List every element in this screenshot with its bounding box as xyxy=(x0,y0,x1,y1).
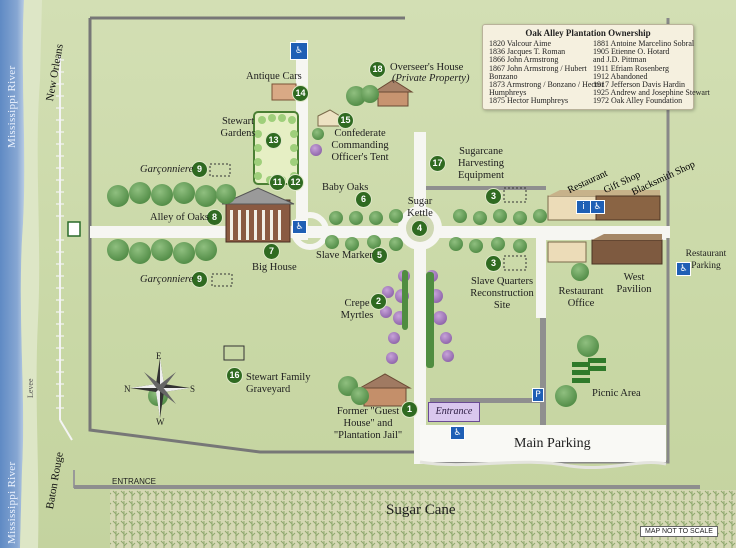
label-stewart-gardens: Stewart Gardens xyxy=(220,116,256,139)
label-slave-marker: Slave Marker xyxy=(316,250,373,261)
marker-15[interactable]: 15 xyxy=(338,113,353,128)
handicap-icon: ♿ xyxy=(292,220,307,234)
big-house-building xyxy=(221,187,295,243)
marker-14[interactable]: 14 xyxy=(293,86,308,101)
label-sugar-kettle: Sugar Kettle xyxy=(407,196,433,219)
label-garconniere-bottom: Garçonniere xyxy=(140,274,194,285)
compass-north-label: E xyxy=(156,351,162,361)
marker-16[interactable]: 16 xyxy=(227,368,242,383)
label-guest-house: Former "Guest House" and "Plantation Jai… xyxy=(333,406,403,441)
legend-entry: 1836 Jacques T. Roman xyxy=(489,47,566,57)
legend-col-right: 1881 Antoine Marcelino Sobral 1905 Etien… xyxy=(593,39,710,106)
legend-entry: 1912 Abandoned xyxy=(593,71,648,81)
label-baby-oaks: Baby Oaks xyxy=(322,182,369,193)
legend-entry: 1873 Armstrong / Bonzano / Hector xyxy=(489,80,604,90)
marker-11[interactable]: 11 xyxy=(270,175,285,190)
label-restaurant-parking: Restaurant Parking xyxy=(685,249,727,271)
handicap-icon: ♿ xyxy=(450,426,465,440)
marker-3[interactable]: 3 xyxy=(486,189,501,204)
legend-entry: 1820 Valcour Aime xyxy=(489,39,552,48)
marker-9b[interactable]: 9 xyxy=(192,272,207,287)
ownership-legend: Oak Alley Plantation Ownership 1820 Valc… xyxy=(482,24,710,110)
label-restaurant-office: Restaurant Office xyxy=(558,286,604,309)
marker-4[interactable]: 4 xyxy=(412,221,427,236)
marker-1[interactable]: 1 xyxy=(402,402,417,417)
legend-entry: 1972 Oak Alley Foundation xyxy=(593,96,683,106)
marker-17[interactable]: 17 xyxy=(430,156,445,171)
marker-2[interactable]: 2 xyxy=(371,294,386,309)
label-private-property: (Private Property) xyxy=(392,73,470,84)
compass-rose-icon xyxy=(130,358,190,418)
label-west-pavilion: West Pavilion xyxy=(616,272,652,295)
info-icon: i xyxy=(576,200,591,214)
legend-entry: 1905 Etienne O. Hotard xyxy=(593,47,670,57)
legend-entry: 1911 Efriam Rosenberg xyxy=(593,63,669,73)
label-sugarcane-equipment: Sugarcane Harvesting Equipment xyxy=(457,146,505,181)
label-slave-quarters: Slave Quarters Reconstruction Site xyxy=(470,276,534,311)
legend-entry: and J.D. Pittman xyxy=(593,55,647,65)
legend-entry: 1917 Jefferson Davis Hardin xyxy=(593,80,686,90)
legend-entry: 1866 John Armstrong xyxy=(489,55,559,65)
label-garconniere-top: Garçonniere xyxy=(140,164,194,175)
marker-18[interactable]: 18 xyxy=(370,62,385,77)
handicap-icon: ♿ xyxy=(590,200,605,214)
marker-13[interactable]: 13 xyxy=(266,133,281,148)
marker-3b[interactable]: 3 xyxy=(486,256,501,271)
label-big-house: Big House xyxy=(252,262,297,273)
label-overseers-house: Overseer's House xyxy=(390,62,464,73)
legend-entry: 1925 Andrew and Josephine Stewart xyxy=(593,88,710,98)
label-sugar-cane: Sugar Cane xyxy=(386,502,456,518)
compass-west-label: N xyxy=(124,384,131,394)
marker-6[interactable]: 6 xyxy=(356,192,371,207)
legend-entry: Bonzano xyxy=(489,71,518,81)
label-alley-of-oaks: Alley of Oaks xyxy=(150,212,209,223)
marker-5[interactable]: 5 xyxy=(372,248,387,263)
handicap-icon: ♿ xyxy=(290,42,308,60)
marker-9[interactable]: 9 xyxy=(192,162,207,177)
legend-entry: Humphreys xyxy=(489,88,527,98)
marker-8[interactable]: 8 xyxy=(207,210,222,225)
legend-entry: 1875 Hector Humphreys xyxy=(489,96,569,106)
handicap-icon: ♿ xyxy=(676,262,691,276)
map-scale-note: MAP NOT TO SCALE xyxy=(640,526,718,537)
legend-entry: 1881 Antoine Marcelino Sobral xyxy=(593,39,695,48)
label-picnic-area: Picnic Area xyxy=(592,388,641,399)
label-main-parking: Main Parking xyxy=(514,436,591,451)
river-label-top: Mississippi River xyxy=(6,65,18,148)
handicap-icon: P xyxy=(532,388,544,402)
label-antique-cars: Antique Cars xyxy=(246,71,302,82)
entrance-tag[interactable]: Entrance xyxy=(428,402,480,422)
marker-7[interactable]: 7 xyxy=(264,244,279,259)
river-label-bottom: Mississippi River xyxy=(6,461,18,544)
legend-entry: 1867 John Armstrong / Hubert xyxy=(489,63,587,73)
compass-east-label: S xyxy=(190,384,196,394)
marker-12[interactable]: 12 xyxy=(288,175,303,190)
label-crepe-myrtles: Crepe Myrtles xyxy=(340,298,374,321)
compass-south-label: W xyxy=(156,417,165,427)
legend-title: Oak Alley Plantation Ownership xyxy=(525,28,651,38)
label-stewart-graveyard: Stewart Family Graveyard xyxy=(246,372,311,395)
label-entrance-road: ENTRANCE xyxy=(112,477,157,486)
label-confederate-tent: Confederate Commanding Officer's Tent xyxy=(331,128,389,163)
levee-label: Levee xyxy=(26,378,35,398)
legend-col-left: 1820 Valcour Aime 1836 Jacques T. Roman … xyxy=(489,39,604,106)
